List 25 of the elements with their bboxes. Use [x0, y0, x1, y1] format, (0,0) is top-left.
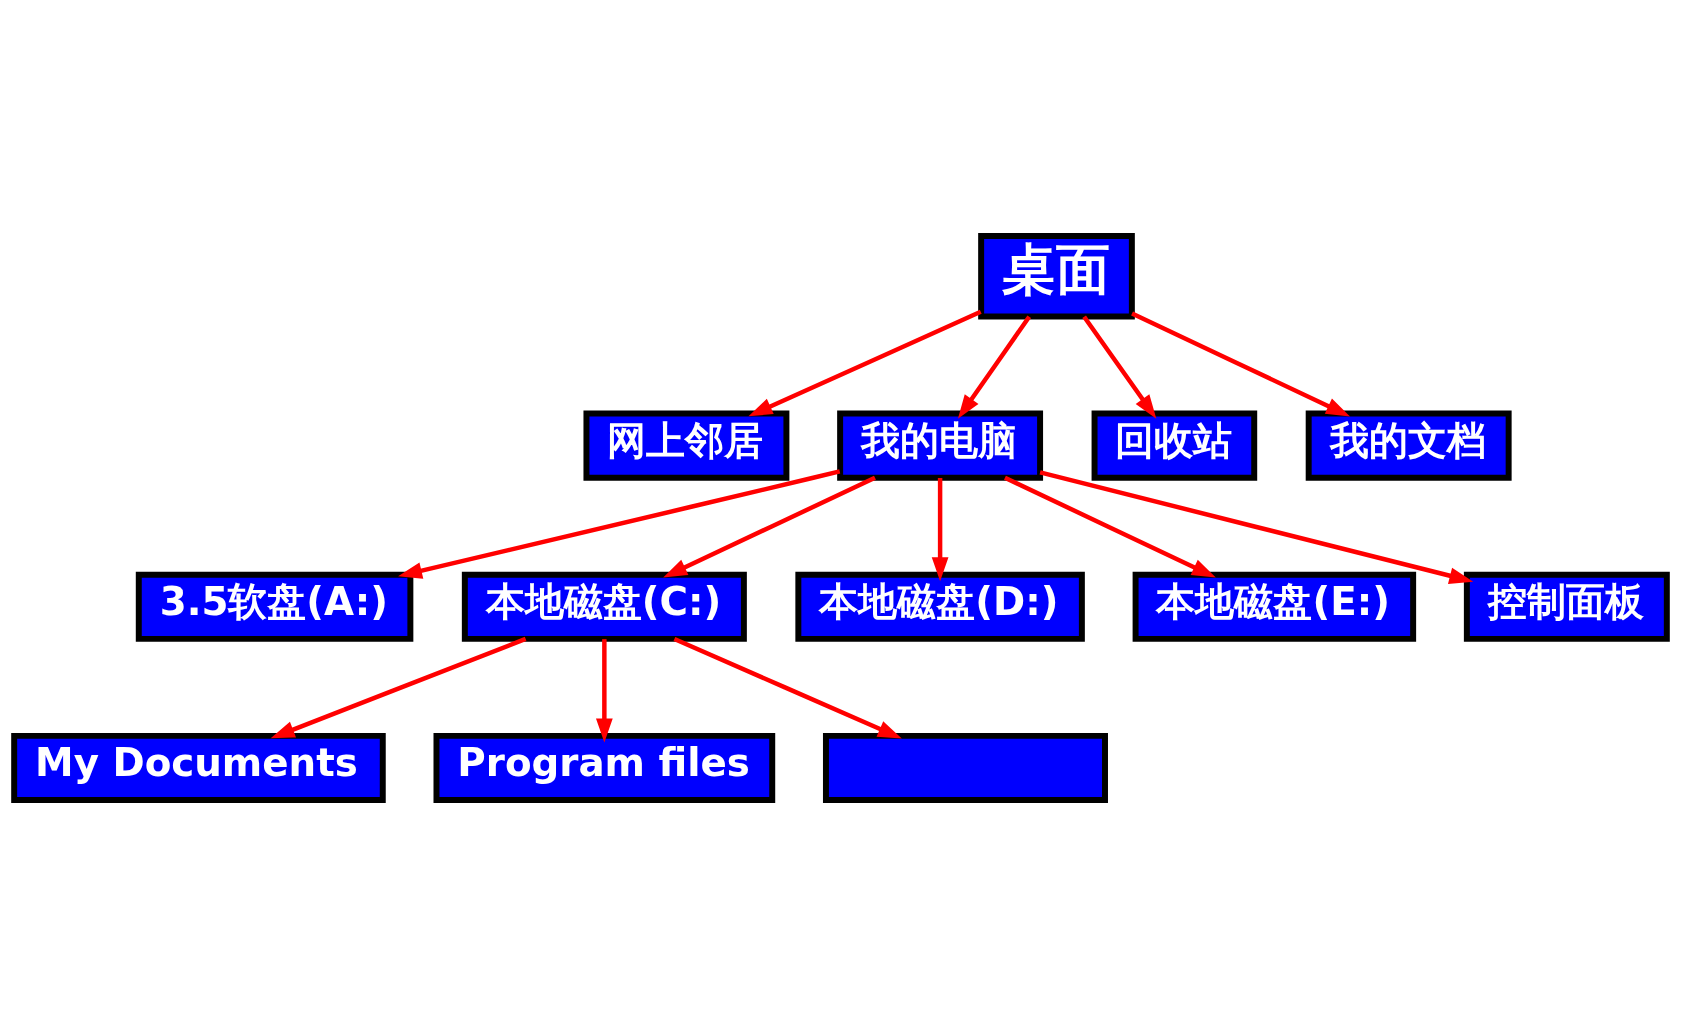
arrow: [270, 636, 527, 738]
node-box: 回收站: [1091, 410, 1258, 481]
arrow: [1131, 310, 1351, 416]
node-box: 本地磁盘(C:): [461, 571, 747, 642]
arrow: [663, 475, 876, 578]
arrow: [931, 477, 949, 581]
arrow: [673, 636, 902, 739]
node-box: [822, 732, 1108, 803]
node-box: 我的文档: [1305, 410, 1512, 481]
arrow: [957, 314, 1032, 419]
node-box: 3.5软盘(A:): [135, 571, 414, 642]
arrow: [1039, 469, 1474, 584]
arrow: [1004, 475, 1216, 578]
node-box: 本地磁盘(E:): [1132, 571, 1417, 642]
node-box: 网上邻居: [583, 410, 790, 481]
arrow: [748, 309, 982, 416]
node-box: 我的电脑: [837, 410, 1044, 481]
arrow: [595, 638, 613, 742]
node-box: Program files: [433, 732, 776, 803]
arrow: [1082, 314, 1157, 419]
node-box: My Documents: [11, 732, 386, 803]
arrow: [398, 468, 841, 579]
node-box: 桌面: [978, 232, 1135, 320]
node-box: 控制面板: [1463, 571, 1670, 642]
node-box: 本地磁盘(D:): [795, 571, 1085, 642]
